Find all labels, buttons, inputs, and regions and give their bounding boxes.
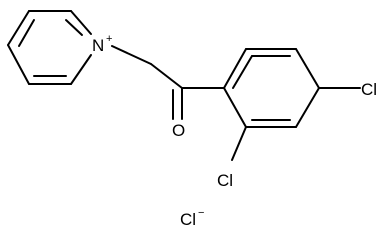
- pyridinium-inner-bond-2: [65, 19, 83, 36]
- pyridinium-ring: [7, 10, 92, 85]
- pyridinium-bond-3: [70, 10, 92, 35]
- chloride-ion-label: Cl: [180, 210, 196, 229]
- aryl-inner-bond-1: [232, 55, 253, 89]
- ethanone-linker: [111, 45, 225, 120]
- aryl-bond-4: [295, 87, 320, 128]
- para-chlorine-label: Cl: [361, 80, 377, 99]
- aryl-bond-1: [223, 48, 247, 89]
- aryl-bond-6: [223, 87, 247, 128]
- ch2-co-bond: [150, 63, 183, 89]
- ortho-chloro-bond: [231, 126, 247, 161]
- ortho-chlorine-label: Cl: [217, 171, 233, 190]
- pyridinium-nitrogen-label: N: [92, 36, 104, 55]
- pyridinium-positive-charge: +: [106, 33, 112, 45]
- n-ch2-bond: [111, 45, 152, 65]
- pyridinium-bond-4: [70, 54, 92, 85]
- chloride-negative-charge: −: [198, 207, 204, 219]
- ketone-oxygen-label: O: [172, 121, 185, 140]
- aryl-bond-3: [295, 48, 320, 89]
- pyridinium-bond-1: [7, 10, 30, 46]
- pyridinium-inner-bond-1: [18, 19, 35, 47]
- pyridinium-bond-6: [7, 44, 30, 85]
- dichlorophenyl-ring: [223, 48, 320, 128]
